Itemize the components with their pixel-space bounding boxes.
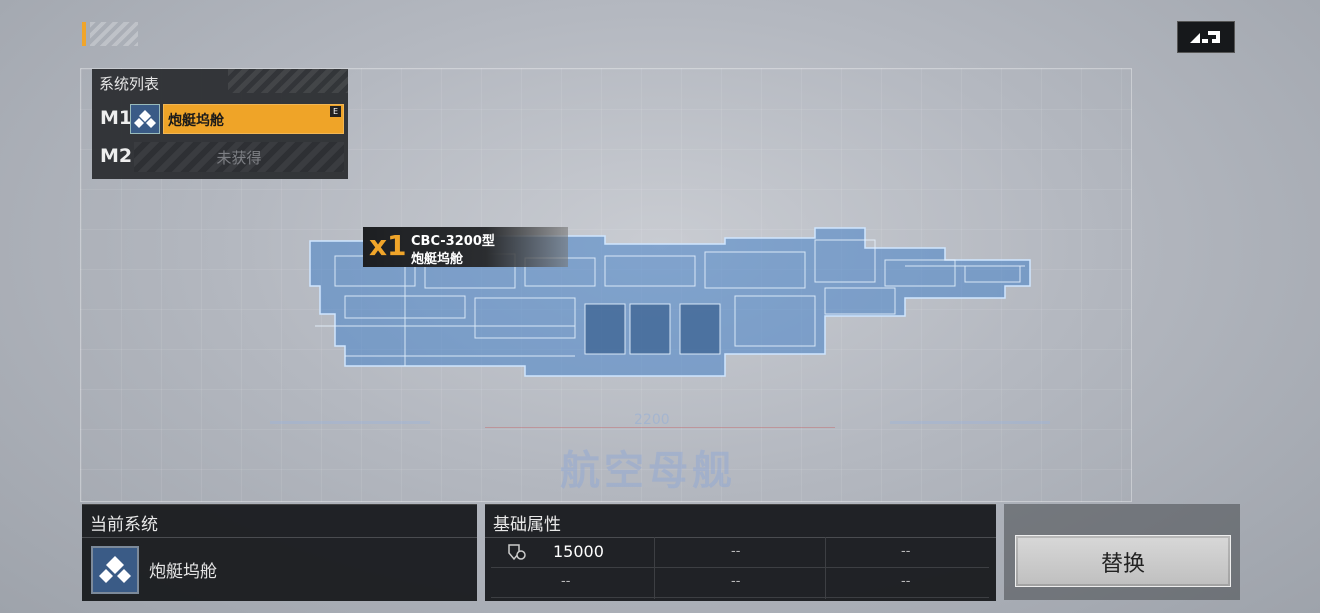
current-system-panel: 当前系统 炮艇坞舱: [82, 504, 477, 601]
attribute-value: --: [901, 544, 911, 559]
callout-multiplier: x1: [369, 229, 407, 262]
divider: [82, 537, 477, 538]
current-system-name: 炮艇坞舱: [149, 562, 217, 582]
slot-locked-label: 未获得: [216, 149, 262, 167]
replace-button[interactable]: 替换: [1015, 535, 1231, 587]
back-icon: [1190, 31, 1220, 43]
slot-name: 炮艇坞舱: [168, 113, 224, 129]
module-callout: x1 CBC-3200型 炮艇坞舱: [363, 227, 568, 267]
attribute-value: --: [731, 574, 741, 589]
module-icon: [91, 546, 139, 594]
attribute-row: 15000 -- --: [491, 539, 989, 568]
attribute-value: 15000: [553, 542, 604, 561]
column-separator: [825, 537, 826, 599]
attributes-panel: 基础属性 15000 -- -- -- -- --: [485, 504, 996, 601]
back-button[interactable]: [1177, 21, 1235, 53]
slot-badge: E: [330, 106, 341, 117]
bg-watermark-title: 航空母舰: [560, 448, 736, 494]
attributes-title: 基础属性: [493, 515, 561, 535]
title-stripes: [228, 69, 348, 93]
system-list-panel: 系统列表 M1 炮艇坞舱 E M2 未获得: [92, 69, 348, 179]
slot-code: M2: [100, 145, 133, 167]
gear-shield-icon: [508, 544, 526, 561]
slot-empty-m2[interactable]: 未获得: [134, 142, 344, 172]
slot-m2[interactable]: M2 未获得: [96, 142, 344, 172]
corner-accent: [82, 22, 86, 46]
bg-line-left: [270, 421, 430, 424]
system-list-title: 系统列表: [99, 75, 160, 93]
replace-area: 替换: [1004, 504, 1240, 600]
slot-code: M1: [100, 107, 133, 129]
divider: [485, 537, 996, 538]
corner-stripes: [90, 22, 138, 46]
module-icon: [130, 104, 160, 134]
callout-model: CBC-3200型: [411, 234, 495, 249]
current-system-title: 当前系统: [90, 515, 158, 535]
attribute-value: --: [561, 574, 571, 589]
attribute-value: --: [901, 574, 911, 589]
attribute-value: --: [731, 544, 741, 559]
bg-red-line: [485, 427, 835, 428]
attribute-row: -- -- --: [491, 569, 989, 598]
column-separator: [654, 537, 655, 599]
slot-bar-m1[interactable]: 炮艇坞舱 E: [163, 104, 344, 134]
bg-line-right: [890, 421, 1050, 424]
replace-button-label: 替换: [1100, 552, 1145, 577]
slot-m1[interactable]: M1 炮艇坞舱 E: [96, 104, 344, 134]
bg-number: 2200: [634, 412, 670, 428]
callout-name: 炮艇坞舱: [411, 252, 464, 267]
